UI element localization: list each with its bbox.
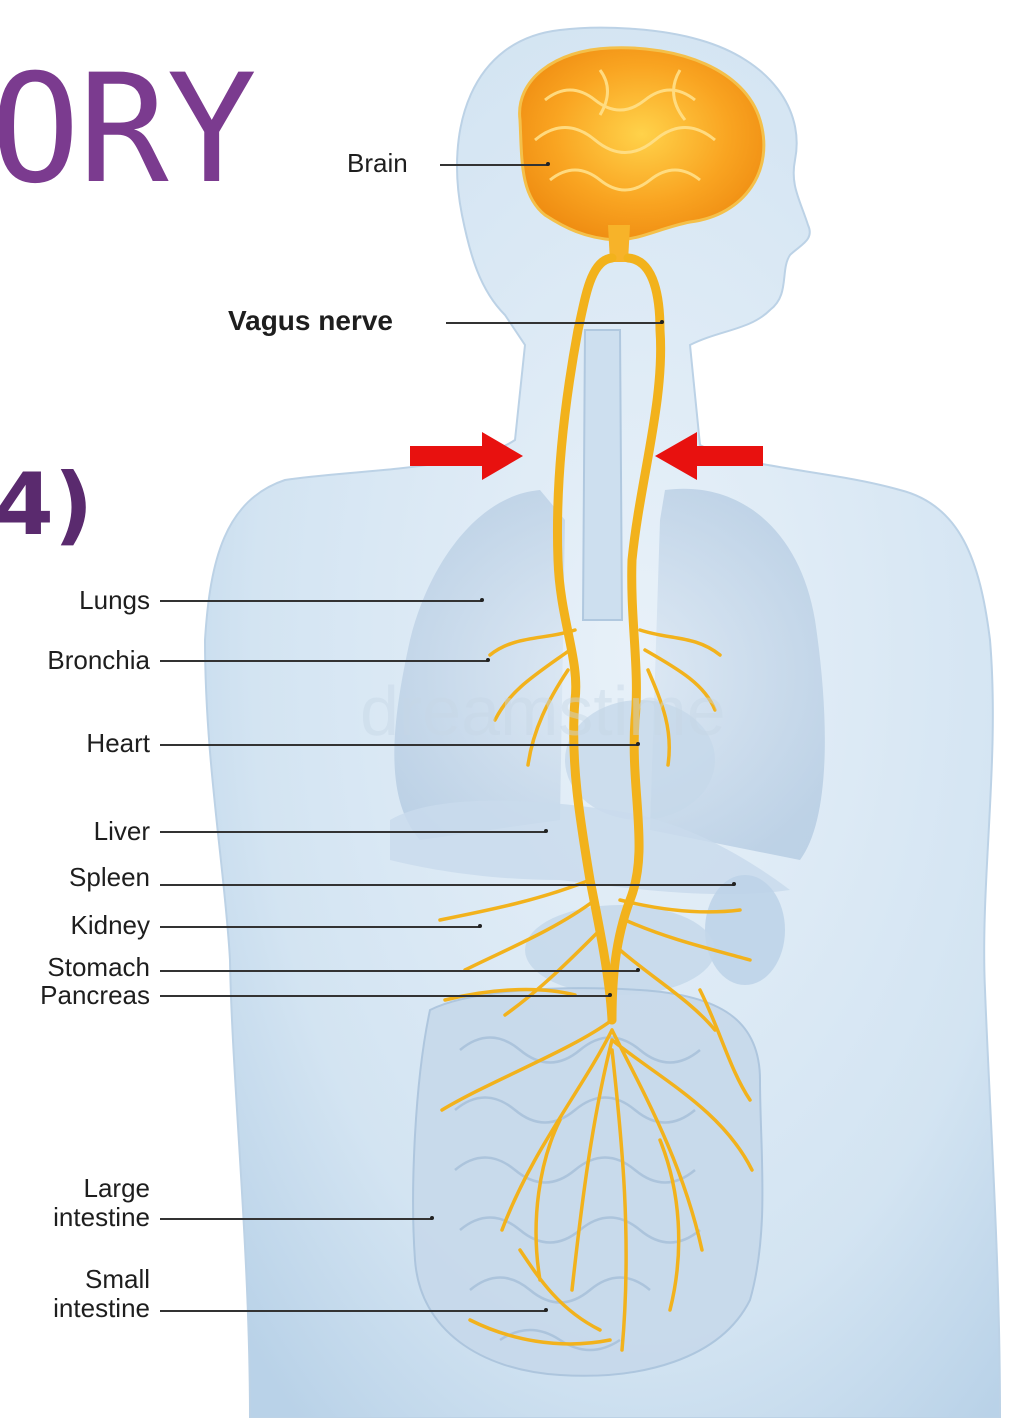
label-pancreas: Pancreas [40, 980, 150, 1010]
leader-spleen [160, 884, 734, 886]
leader-lungs [160, 600, 482, 602]
trachea-shape [583, 330, 622, 620]
leader-dot-large-intestine [430, 1216, 434, 1220]
label-heart: Heart [86, 728, 150, 758]
leader-dot-small-intestine [544, 1308, 548, 1312]
label-liver: Liver [94, 816, 150, 846]
spleen-shape [705, 875, 785, 985]
label-vagus-nerve: Vagus nerve [228, 306, 393, 336]
leader-dot-liver [544, 829, 548, 833]
leader-kidney [160, 926, 480, 928]
label-small-intestine-line1: Small [53, 1265, 150, 1294]
label-kidney: Kidney [71, 910, 151, 940]
slide-title-fragment: ORY [0, 55, 255, 205]
label-small-intestine: Small intestine [53, 1265, 150, 1323]
arrow-left-icon [655, 432, 763, 480]
leader-dot-brain [546, 162, 550, 166]
label-stomach: Stomach [47, 952, 150, 982]
leader-pancreas [160, 995, 610, 997]
label-bronchia: Bronchia [47, 645, 150, 675]
leader-dot-bronchia [486, 658, 490, 662]
leader-dot-heart [636, 742, 640, 746]
label-large-intestine: Large intestine [53, 1174, 150, 1232]
label-small-intestine-line2: intestine [53, 1294, 150, 1323]
label-lungs: Lungs [79, 585, 150, 615]
leader-liver [160, 831, 546, 833]
leader-brain [440, 164, 548, 166]
label-brain: Brain [347, 148, 408, 178]
label-large-intestine-line1: Large [53, 1174, 150, 1203]
label-large-intestine-line2: intestine [53, 1203, 150, 1232]
leader-large-intestine [160, 1218, 432, 1220]
leader-dot-lungs [480, 598, 484, 602]
leader-heart [160, 744, 638, 746]
leader-dot-spleen [732, 882, 736, 886]
brain-shape [520, 48, 764, 240]
leader-dot-vagus-nerve [660, 320, 664, 324]
arrow-right-icon [410, 432, 525, 480]
leader-small-intestine [160, 1310, 546, 1312]
label-spleen: Spleen [69, 862, 150, 892]
slide-subtitle-fragment: 4) [0, 462, 93, 548]
leader-vagus-nerve [446, 322, 662, 324]
leader-stomach [160, 970, 638, 972]
leader-dot-stomach [636, 968, 640, 972]
leader-dot-kidney [478, 924, 482, 928]
leader-dot-pancreas [608, 993, 612, 997]
leader-bronchia [160, 660, 488, 662]
watermark: dreamstime [360, 672, 726, 750]
